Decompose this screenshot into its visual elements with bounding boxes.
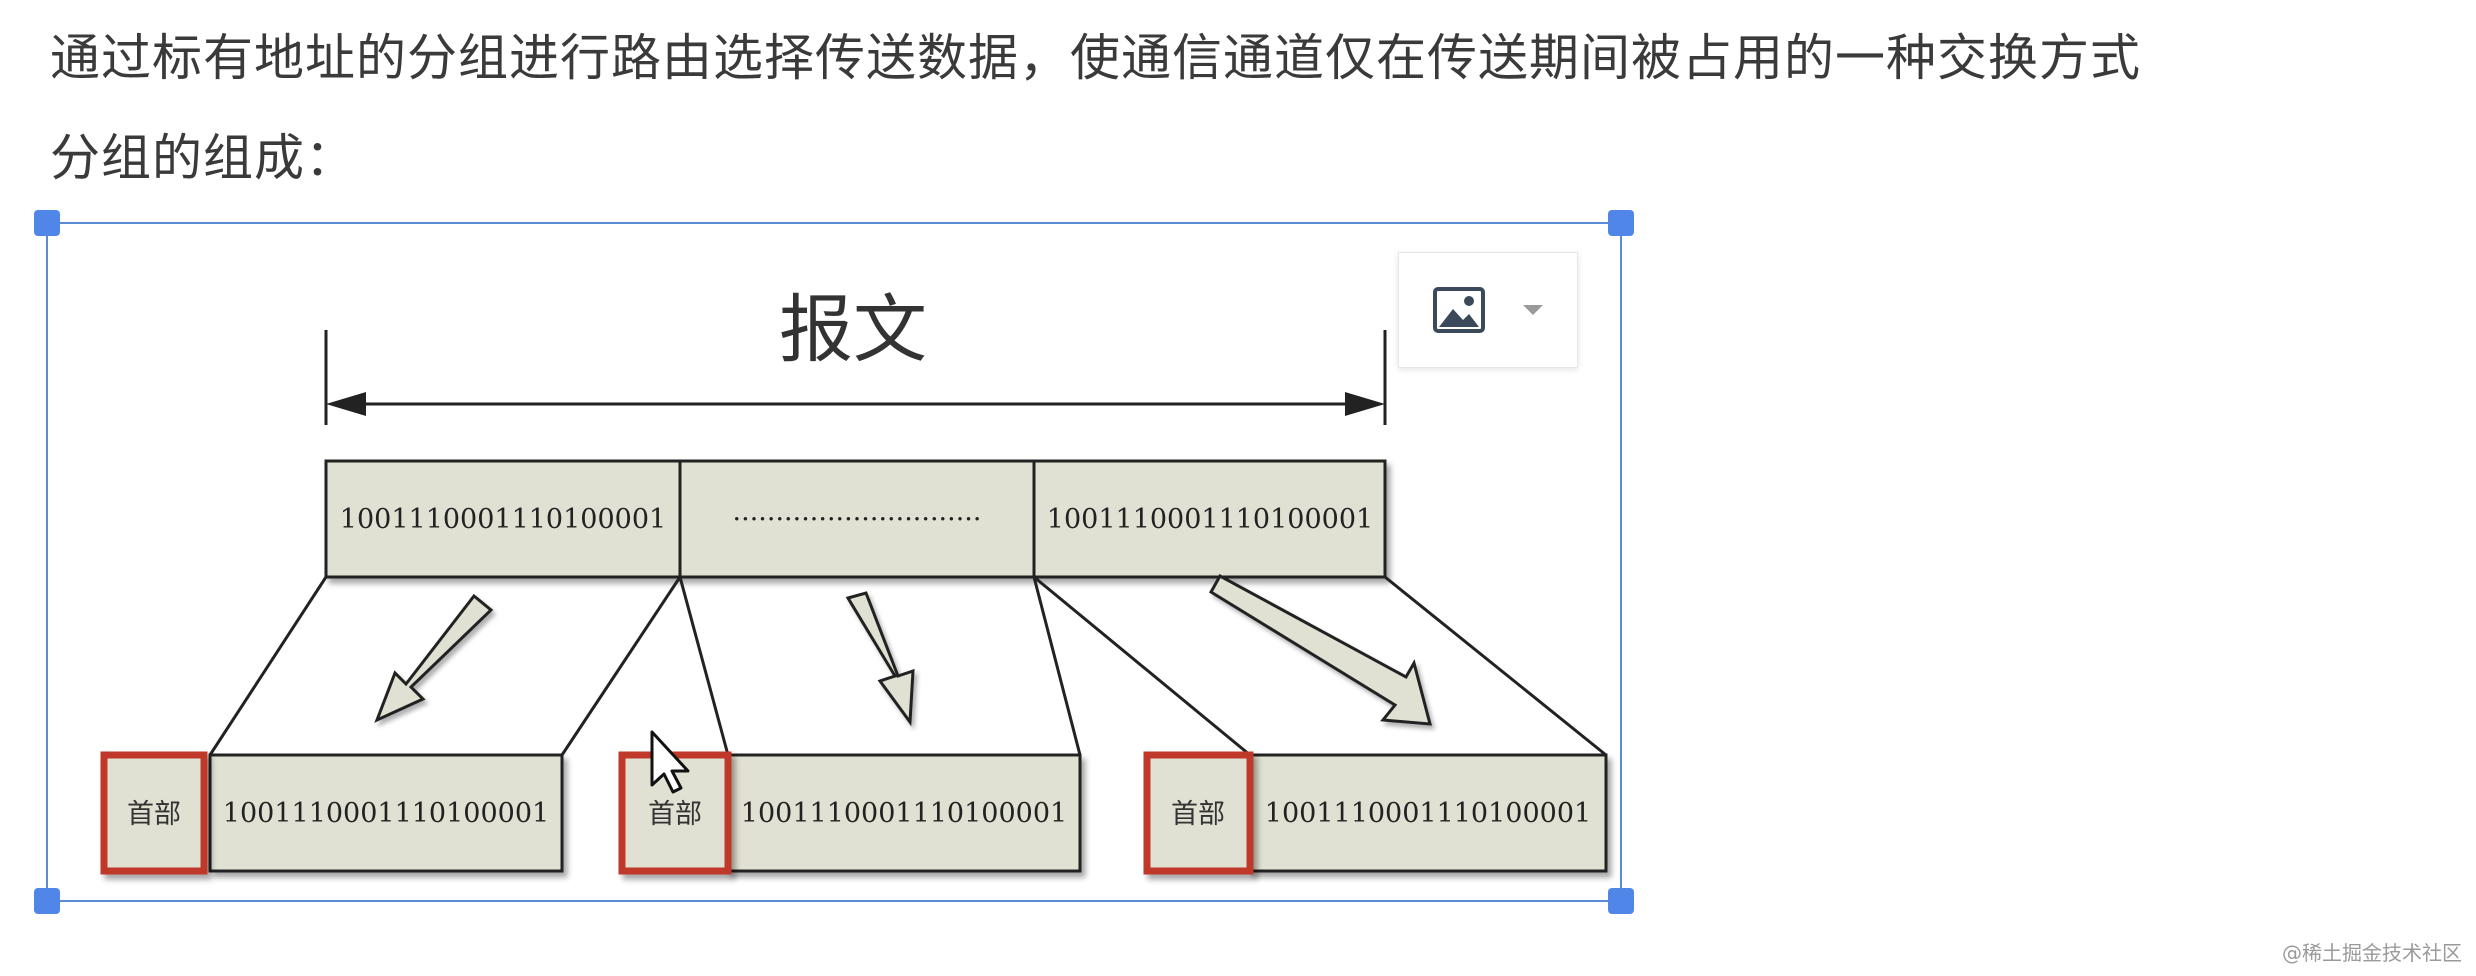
image-toolbar[interactable] (1398, 252, 1578, 368)
resize-handle-top-right[interactable] (1608, 210, 1634, 236)
span-arrow (324, 330, 1387, 425)
arrows (374, 573, 1432, 727)
packet-body-3: 1001110001110100001 (1265, 798, 1591, 829)
mouse-cursor-icon (650, 730, 690, 794)
image-icon[interactable] (1433, 287, 1485, 333)
arrow-2 (845, 591, 915, 727)
packet-header-1: 首部 (127, 799, 181, 830)
packet-bodies (208, 753, 1608, 873)
packet-headers (100, 751, 1254, 875)
message-segment-1: 1001110001110100001 (340, 504, 666, 535)
watermark: @稀土掘金技术社区 (2282, 941, 2462, 965)
message-row (324, 459, 1387, 579)
resize-handle-bottom-left[interactable] (34, 888, 60, 914)
resize-handle-top-left[interactable] (34, 210, 60, 236)
funnel-lines (208, 575, 1607, 757)
packet-body-2: 1001110001110100001 (741, 798, 1067, 829)
selected-image-frame[interactable] (34, 210, 1634, 914)
packet-header-3: 首部 (1171, 799, 1225, 830)
caret-down-icon[interactable] (1523, 305, 1543, 315)
message-segment-2: ····························· (733, 504, 982, 535)
paragraph-line-1: 通过标有地址的分组进行路由选择传送数据，使通信通道仅在传送期间被占用的一种交换方… (50, 29, 2141, 87)
arrow-1 (374, 593, 494, 723)
packet-header-2: 首部 (648, 799, 702, 830)
message-segment-3: 1001110001110100001 (1047, 504, 1373, 535)
packet-body-1: 1001110001110100001 (223, 798, 549, 829)
paragraph-line-2: 分组的组成： (50, 129, 356, 187)
arrow-3 (1208, 573, 1432, 726)
diagram-title: 报文 (779, 287, 927, 373)
resize-handle-bottom-right[interactable] (1608, 888, 1634, 914)
